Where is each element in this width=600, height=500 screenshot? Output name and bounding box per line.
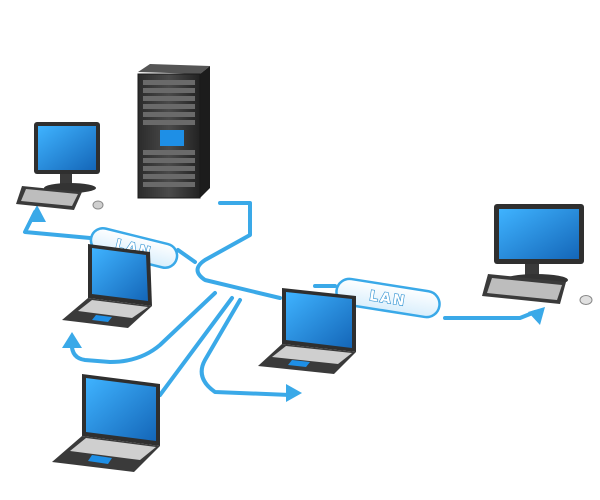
link-left-lan-hub <box>176 248 197 264</box>
arrow-right-desktop <box>528 307 545 325</box>
desktop-computer-icon <box>16 122 104 210</box>
lan-label-right: LAN <box>335 277 441 319</box>
arrow-left-desktop <box>28 205 46 222</box>
link-server <box>195 201 282 300</box>
link-laptop-upper <box>69 291 217 364</box>
desktop-computer-icon <box>482 204 593 305</box>
link-right-desktop <box>443 310 537 320</box>
arrow-middle-laptop <box>286 384 302 402</box>
arrow-upper-laptop <box>62 332 82 348</box>
laptop-icon <box>52 374 160 472</box>
lan-label-right-text: LAN <box>368 288 408 310</box>
link-laptop-middle <box>199 298 292 397</box>
arrowheads <box>28 205 545 402</box>
laptop-icon <box>258 288 356 374</box>
link-laptop-bottom <box>158 296 234 397</box>
server-rack-icon <box>137 64 210 199</box>
laptop-icon <box>62 244 152 328</box>
